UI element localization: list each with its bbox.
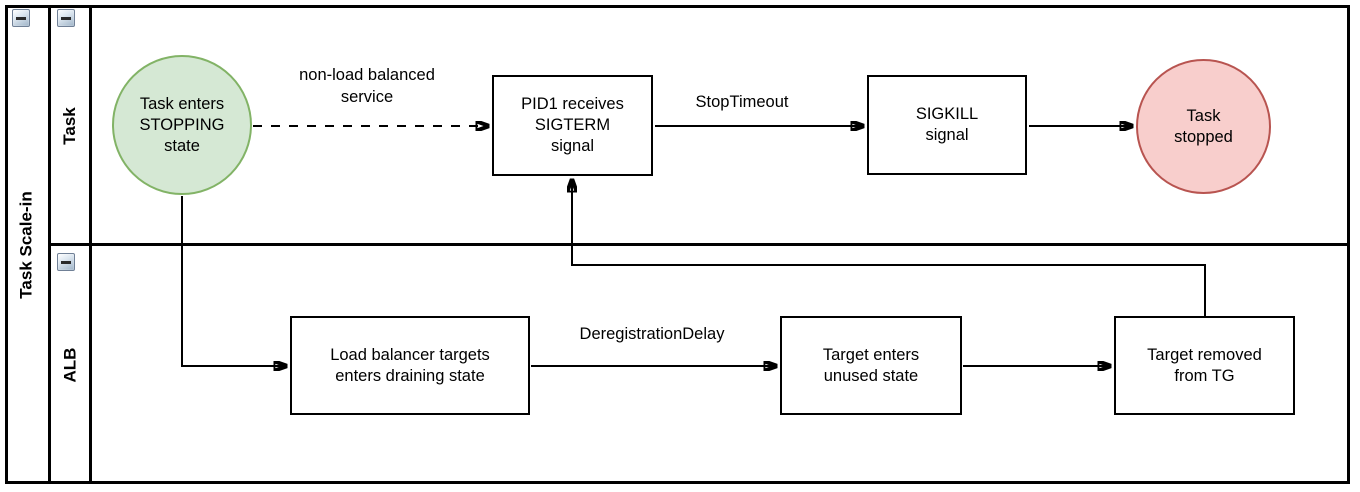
lane-divider (48, 243, 1350, 246)
minus-icon (16, 16, 26, 20)
edge-label-deregistration-delay: DeregistrationDelay (576, 323, 728, 345)
node-label: Task stopped (1174, 106, 1233, 146)
collapse-lane-task-button[interactable] (57, 9, 75, 27)
edge-removed-to-sigterm (572, 179, 1206, 316)
edge-label-stoptimeout: StopTimeout (692, 91, 792, 113)
node-sigkill-signal[interactable]: SIGKILL signal (867, 75, 1027, 175)
node-label: Target removed from TG (1147, 345, 1262, 385)
collapse-pool-button[interactable] (12, 9, 30, 27)
node-task-stopped[interactable]: Task stopped (1136, 59, 1271, 194)
minus-icon (61, 260, 71, 264)
node-label: SIGKILL signal (915, 105, 979, 144)
node-label: PID1 receives SIGTERM signal (521, 95, 624, 155)
edge-label-non-load-balanced: non-load balanced service (296, 64, 438, 108)
node-pid1-receives-sigterm[interactable]: PID1 receives SIGTERM signal (492, 75, 653, 176)
node-label: Task enters STOPPING state (139, 94, 225, 155)
node-lb-targets-draining[interactable]: Load balancer targets enters draining st… (290, 316, 530, 415)
minus-icon (61, 16, 71, 20)
node-target-unused-state[interactable]: Target enters unused state (780, 316, 962, 415)
node-label: Load balancer targets enters draining st… (330, 345, 490, 385)
node-label: Target enters unused state (822, 345, 920, 385)
edge-stopping-to-draining (181, 196, 287, 366)
node-task-enters-stopping[interactable]: Task enters STOPPING state (112, 55, 252, 195)
node-target-removed-from-tg[interactable]: Target removed from TG (1114, 316, 1295, 415)
collapse-lane-alb-button[interactable] (57, 253, 75, 271)
